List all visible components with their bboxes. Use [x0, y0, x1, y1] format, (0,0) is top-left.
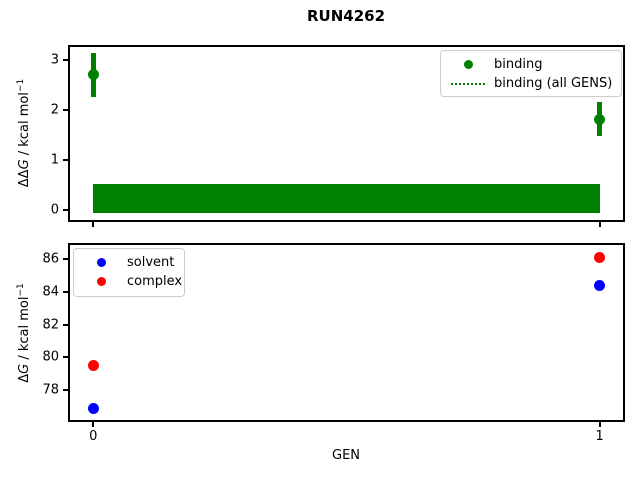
y-tick-label: 82	[42, 317, 59, 333]
binding-marker-icon	[463, 60, 473, 69]
x-tick-label: 0	[89, 429, 98, 444]
x-tick	[92, 422, 95, 427]
ylabel-top-variable: G	[17, 159, 33, 170]
all-gens-band	[93, 183, 600, 213]
y-tick-label: 84	[42, 284, 59, 300]
y-axis-label-top: ΔΔG / kcal mol−1	[16, 79, 32, 187]
ylabel-top-prefix: ΔΔ	[17, 169, 33, 188]
ylabel-top-superscript: −1	[15, 78, 26, 93]
y-axis-label-bottom: ΔG / kcal mol−1	[16, 283, 32, 383]
x-tick	[598, 222, 601, 227]
complex-marker-icon	[96, 277, 106, 286]
y-tick-label: 86	[42, 251, 59, 267]
y-tick-label: 0	[50, 202, 59, 218]
y-tick	[63, 258, 68, 261]
ylabel-top-units: / kcal mol	[17, 92, 33, 160]
y-tick	[63, 356, 68, 359]
ylabel-bottom-superscript: −1	[15, 283, 26, 297]
y-tick	[63, 389, 68, 392]
y-tick	[63, 291, 68, 294]
y-tick-label: 2	[50, 102, 59, 118]
solvent-point	[594, 280, 606, 291]
x-tick	[598, 422, 601, 427]
y-tick	[63, 108, 68, 111]
legend-label-complex: complex	[127, 274, 183, 289]
y-tick	[63, 323, 68, 326]
top-plot-axes	[68, 45, 625, 222]
ylabel-bottom-prefix: Δ	[17, 373, 33, 383]
y-tick-label: 80	[42, 349, 59, 365]
ylabel-bottom-variable: G	[17, 363, 33, 374]
legend-label-binding-all-gens: binding (all GENS)	[494, 76, 613, 91]
solvent-marker-icon	[96, 258, 106, 267]
bottom-plot-axes	[68, 243, 625, 422]
y-tick	[63, 58, 68, 61]
solvent-point	[87, 402, 99, 414]
x-tick	[92, 222, 95, 227]
y-tick-label: 3	[50, 52, 59, 68]
legend-top: binding binding (all GENS)	[440, 50, 622, 97]
legend-entry-solvent: solvent	[82, 253, 176, 272]
legend-entry-binding: binding	[449, 55, 613, 74]
binding-point	[87, 69, 99, 81]
y-tick-label: 78	[42, 382, 59, 398]
x-axis-label: GEN	[331, 448, 361, 463]
binding-all-gens-line-icon	[451, 82, 485, 85]
complex-point	[594, 252, 606, 264]
legend-label-binding: binding	[494, 57, 543, 72]
legend-entry-complex: complex	[82, 272, 182, 291]
legend-label-solvent: solvent	[127, 255, 175, 270]
complex-point	[87, 360, 99, 372]
x-tick-label: 1	[595, 429, 604, 444]
binding-point	[594, 113, 606, 125]
y-tick	[63, 158, 68, 161]
legend-bottom: solvent complex	[73, 248, 185, 297]
y-tick	[63, 208, 68, 211]
figure-title: RUN4262	[306, 7, 386, 25]
ylabel-bottom-units: / kcal mol	[17, 296, 33, 364]
legend-entry-binding-all-gens: binding (all GENS)	[449, 74, 613, 93]
y-tick-label: 1	[50, 152, 59, 168]
